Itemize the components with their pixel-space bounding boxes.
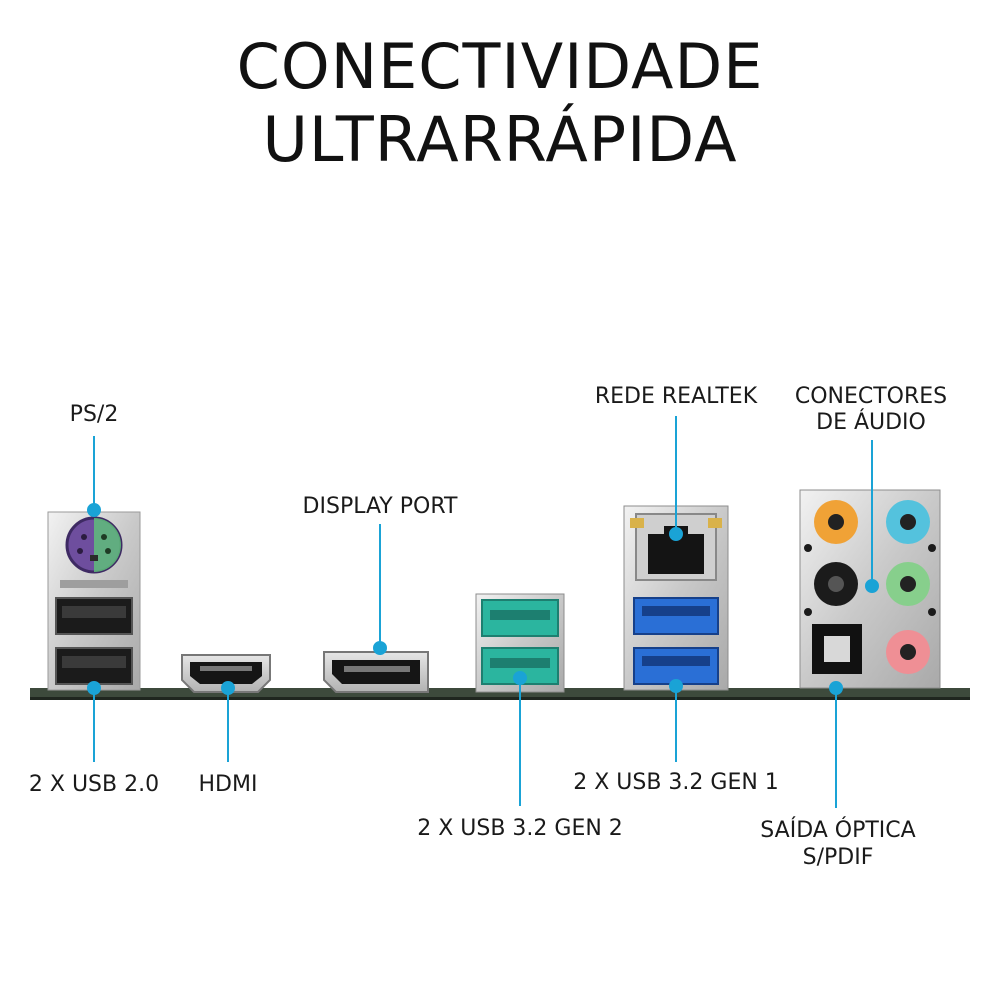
- callout-dot-spdif: [829, 681, 843, 695]
- label-spdif-line1: SAÍDA ÓPTICA: [760, 818, 916, 843]
- displayport-port: [323, 651, 429, 693]
- callout-dot-usb32gen1: [669, 679, 683, 693]
- label-hdmi: HDMI: [198, 772, 258, 797]
- callout-dot-hdmi: [221, 681, 235, 695]
- ps2-port-green-half: [94, 518, 121, 572]
- callout-dot-usb20: [87, 681, 101, 695]
- label-ps2: PS/2: [69, 402, 119, 427]
- callouts: [87, 416, 879, 808]
- page-title: CONECTIVIDADE ULTRARRÁPIDA: [236, 30, 764, 176]
- callout-dot-lan: [669, 527, 683, 541]
- label-usb20: 2 X USB 2.0: [28, 772, 160, 797]
- label-displayport: DISPLAY PORT: [302, 494, 458, 519]
- motherboard-pcb-edge: [30, 697, 970, 700]
- callout-dot-audio: [865, 579, 879, 593]
- label-lan-realtek: REDE REALTEK: [594, 384, 758, 409]
- hdmi-port: [181, 654, 271, 693]
- callout-dot-ps2: [87, 503, 101, 517]
- motherboard-pcb: [30, 688, 970, 698]
- lan-led-left: [630, 518, 644, 528]
- ps2-usb20-stack: [47, 511, 141, 691]
- label-spdif-line2: S/PDIF: [802, 845, 874, 870]
- lan-led-right: [708, 518, 722, 528]
- label-audio-line2: DE ÁUDIO: [816, 410, 926, 435]
- label-audio-line1: CONECTORES: [794, 384, 948, 409]
- label-usb32gen1: 2 X USB 3.2 GEN 1: [573, 770, 779, 795]
- label-usb32gen2: 2 X USB 3.2 GEN 2: [417, 816, 623, 841]
- usb32-gen2-stack: [475, 593, 565, 693]
- callout-dot-displayport: [373, 641, 387, 655]
- callout-dot-usb32gen2: [513, 671, 527, 685]
- audio-stack: [799, 489, 941, 689]
